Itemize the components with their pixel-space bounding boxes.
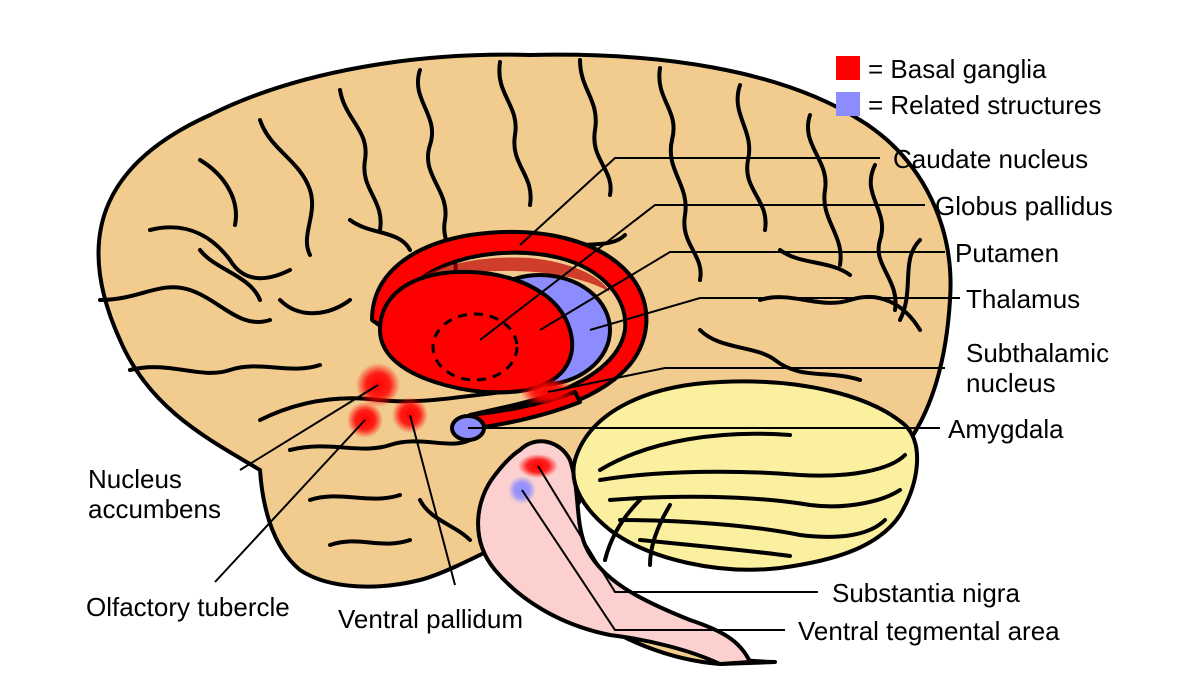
legend-text-basal: = Basal ganglia xyxy=(868,54,1047,84)
label-pallidum: Ventral pallidum xyxy=(338,604,523,634)
label-thalamus: Thalamus xyxy=(966,284,1080,314)
legend-swatch-basal xyxy=(836,56,860,80)
leader-lines xyxy=(214,157,960,631)
label-subthalamic-1: Subthalamic xyxy=(966,338,1109,368)
brainstem xyxy=(476,439,752,666)
label-subthalamic-2: nucleus xyxy=(966,368,1056,398)
label-nigra: Substantia nigra xyxy=(832,578,1020,608)
label-accumbens-2: accumbens xyxy=(88,494,221,524)
label-amygdala: Amygdala xyxy=(948,414,1064,444)
sulci xyxy=(98,58,922,547)
cerebellum xyxy=(571,379,920,572)
legend-text-related: = Related structures xyxy=(868,90,1101,120)
label-globus: Globus pallidus xyxy=(935,191,1113,221)
globus-pallidus xyxy=(431,312,519,382)
label-accumbens-1: Nucleus xyxy=(88,464,182,494)
legend-swatch-related xyxy=(836,92,860,116)
label-caudate: Caudate nucleus xyxy=(893,144,1088,174)
label-putamen: Putamen xyxy=(955,238,1059,268)
label-vta: Ventral tegmental area xyxy=(798,616,1060,646)
putamen xyxy=(378,269,575,395)
labels: Caudate nucleus Globus pallidus Putamen … xyxy=(86,144,1113,646)
caudate-shade xyxy=(400,257,610,300)
legend: = Basal ganglia = Related structures xyxy=(836,54,1101,120)
label-olfactory: Olfactory tubercle xyxy=(86,592,290,622)
